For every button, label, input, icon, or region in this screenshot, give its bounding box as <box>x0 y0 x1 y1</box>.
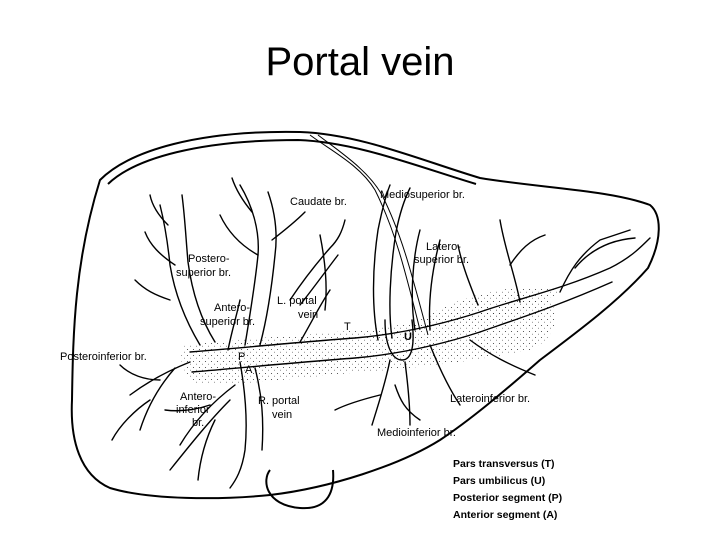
label-t: T <box>344 321 351 333</box>
label-p: P <box>238 351 245 363</box>
label-posterosuperior-1: Postero- <box>188 253 230 265</box>
label-anteroinferior-3: br. <box>192 417 204 429</box>
label-lateroinferior-branch: Lateroinferior br. <box>450 393 530 405</box>
label-medioinferior-branch: Medioinferior br. <box>377 427 456 439</box>
label-posteroinferior-branch: Posteroinferior br. <box>60 351 147 363</box>
label-anteroinferior-1: Antero- <box>180 391 216 403</box>
label-mediosuperior-branch: Mediosuperior br. <box>380 189 465 201</box>
label-l-portal-vein-1: L. portal <box>277 295 317 307</box>
label-posterosuperior-2: superior br. <box>176 267 231 279</box>
slide-title: Portal vein <box>265 40 455 84</box>
label-anteroinferior-2: inferior <box>176 404 210 416</box>
label-u: U <box>404 331 412 343</box>
diagram-labels: Caudate br. Mediosuperior br. Latero- su… <box>60 189 530 439</box>
key-line: Pars transversus (T) <box>453 458 555 470</box>
key-line: Posterior segment (P) <box>453 492 562 504</box>
portal-vein-branches <box>111 177 651 489</box>
liver-outline <box>70 130 660 510</box>
label-caudate-branch: Caudate br. <box>290 196 347 208</box>
label-r-portal-vein-1: R. portal <box>258 395 300 407</box>
label-anterosuperior-2: superior br. <box>200 316 255 328</box>
ligament-lines <box>309 134 429 336</box>
label-laterosuperior-1: Latero- <box>426 241 461 253</box>
key-line: Pars umbilicus (U) <box>453 475 545 487</box>
portal-trunk-shading <box>181 287 560 385</box>
label-r-portal-vein-2: vein <box>272 409 292 421</box>
label-laterosuperior-2: superior br. <box>414 254 469 266</box>
segment-key: Pars transversus (T) Pars umbilicus (U) … <box>453 458 562 521</box>
label-anterosuperior-1: Antero- <box>214 302 250 314</box>
key-line: Anterior segment (A) <box>453 509 557 521</box>
label-l-portal-vein-2: vein <box>298 309 318 321</box>
label-a: A <box>245 364 253 376</box>
